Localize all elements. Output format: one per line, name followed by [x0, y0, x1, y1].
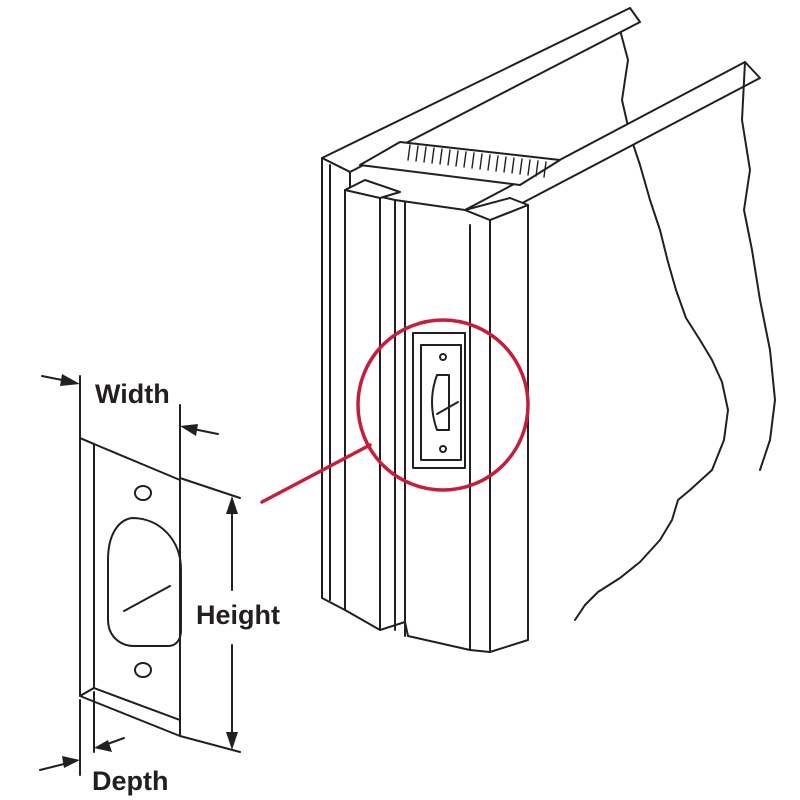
depth-label: Depth: [92, 766, 169, 796]
rabbet-top: [359, 141, 561, 186]
mini-screw-hole-bottom: [439, 445, 447, 453]
installed-strike-plate: [412, 332, 466, 469]
frame-right-edge: [741, 61, 776, 471]
highlight-callout: [260, 318, 530, 504]
width-label: Width: [95, 379, 170, 409]
width-arrow-left-head: [60, 374, 80, 386]
plate-screw-hole-bottom: [134, 662, 152, 678]
rabbet-hatch: [407, 144, 547, 178]
plate-screw-hole-top: [134, 485, 152, 501]
mini-latch-opening: [431, 374, 450, 431]
width-arrow-right-head: [180, 424, 198, 436]
frame-corner-cap: [464, 197, 529, 221]
dimension-marks: [39, 374, 241, 776]
mini-plate: [420, 344, 462, 461]
height-ext-bottom: [179, 735, 241, 753]
door-frame: [321, 7, 776, 653]
height-ext-top: [179, 477, 241, 499]
callout-leader-line: [260, 443, 372, 504]
strike-plate-detail: [79, 437, 182, 737]
mini-screw-hole-top: [439, 353, 447, 361]
height-arrow-top: [226, 496, 238, 514]
plate-lip-line: [123, 585, 171, 612]
stop-strip-cap: [344, 179, 401, 199]
height-label: Height: [196, 600, 280, 630]
highlight-circle: [356, 318, 530, 492]
plate-side-face: [79, 437, 95, 697]
depth-arrow-right-head: [94, 740, 112, 752]
depth-arrow-left-head: [62, 756, 80, 768]
plate-front-face: [93, 443, 181, 721]
mini-lip-line: [436, 401, 459, 415]
jamb-reveal-lines: [329, 164, 491, 653]
height-arrow-bottom: [226, 732, 238, 750]
plate-latch-opening: [107, 517, 182, 647]
plate-top-edge: [79, 437, 95, 445]
